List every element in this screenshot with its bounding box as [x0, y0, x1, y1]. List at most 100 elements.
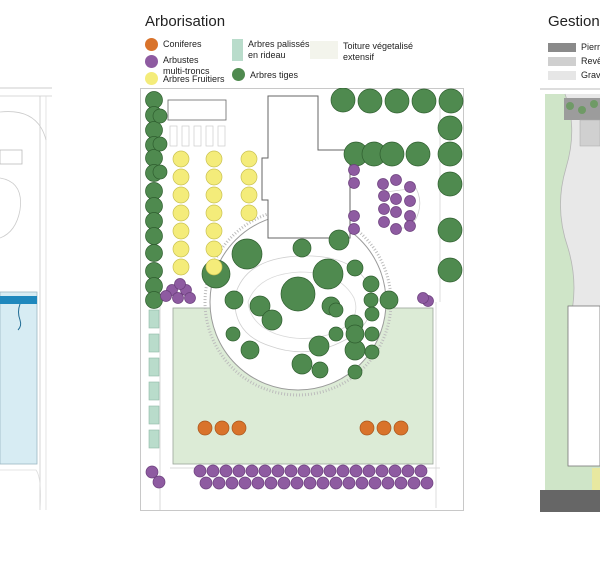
shrub-icon	[390, 174, 402, 186]
shrub-icon	[212, 476, 226, 490]
conifer-icon	[393, 420, 409, 436]
shrub-icon	[251, 476, 265, 490]
shrub-icon	[323, 464, 337, 478]
shrub-icon	[310, 464, 324, 478]
tree-icon	[364, 306, 380, 322]
tree-icon	[364, 344, 380, 360]
tree-icon	[364, 326, 380, 342]
legend-palisses: Arbres palissés en rideau	[232, 39, 310, 61]
legend-gravier: Gravi	[548, 70, 600, 80]
fruit-tree-icon	[205, 204, 223, 222]
arborisation-plan	[140, 88, 464, 511]
shrub-icon	[152, 475, 166, 489]
conifer-swatch-icon	[145, 38, 158, 51]
tree-icon	[328, 326, 344, 342]
shrub-icon	[362, 464, 376, 478]
left-plan	[0, 87, 52, 511]
shrub-icon	[238, 476, 252, 490]
fruit-tree-icon	[240, 150, 258, 168]
shrub-swatch-icon	[145, 55, 158, 68]
shrub-icon	[407, 476, 421, 490]
shrub-icon	[258, 464, 272, 478]
fruit-tree-icon	[205, 258, 223, 276]
shrub-icon	[390, 206, 402, 218]
tree-icon	[379, 290, 399, 310]
fruit-tree-icon	[172, 240, 190, 258]
shrub-icon	[225, 476, 239, 490]
paving-swatch-icon	[548, 56, 576, 66]
shrub-icon	[390, 223, 402, 235]
shrub-icon	[271, 464, 285, 478]
fruit-tree-icon	[240, 168, 258, 186]
tree-icon	[411, 88, 437, 114]
legend-label: Coniferes	[163, 39, 202, 49]
tree-icon	[362, 275, 380, 293]
tree-icon	[145, 244, 163, 262]
tree-icon	[225, 326, 241, 342]
tree-icon	[357, 88, 383, 114]
shrub-icon	[404, 181, 416, 193]
shrub-icon	[245, 464, 259, 478]
fruit-tree-icon	[205, 240, 223, 258]
shrub-icon	[404, 220, 416, 232]
conifer-icon	[376, 420, 392, 436]
shrub-icon	[368, 476, 382, 490]
legend-tiges: Arbres tiges	[232, 68, 298, 81]
palisade-trees	[148, 309, 160, 449]
shrub-icon	[404, 195, 416, 207]
shrub-icon	[348, 210, 360, 222]
tree-icon	[292, 238, 312, 258]
tree-icon	[437, 141, 463, 167]
fruit-tree-icon	[172, 186, 190, 204]
legend-coniferes: Coniferes	[145, 38, 202, 51]
shrub-icon	[232, 464, 246, 478]
shrub-icon	[174, 278, 186, 290]
fruit-tree-icon	[172, 150, 190, 168]
shrub-icon	[375, 464, 389, 478]
tree-icon	[152, 136, 168, 152]
fruit-tree-icon	[172, 258, 190, 276]
conifer-icon	[359, 420, 375, 436]
shrub-icon	[297, 464, 311, 478]
tree-icon	[224, 290, 244, 310]
shrub-icon	[145, 465, 159, 479]
shrub-icon	[184, 292, 196, 304]
shrub-icon	[303, 476, 317, 490]
shrub-icon	[394, 476, 408, 490]
tree-icon	[261, 309, 283, 331]
arborisation-title: Arborisation	[145, 13, 226, 30]
shrub-icon	[172, 292, 184, 304]
gestion-plan	[540, 88, 600, 512]
shrub-icon	[355, 476, 369, 490]
shrub-icon	[390, 193, 402, 205]
tree-icon	[328, 229, 350, 251]
shrub-icon	[349, 464, 363, 478]
tree-icon	[330, 88, 356, 113]
fruit-tree-icon	[205, 168, 223, 186]
shrub-icon	[277, 476, 291, 490]
shrub-icon	[290, 476, 304, 490]
shrub-icon	[329, 476, 343, 490]
shrub-icon	[388, 464, 402, 478]
legend-label: Revê	[581, 56, 600, 66]
green-roof-swatch-icon	[310, 41, 338, 59]
fruit-tree-swatch-icon	[145, 72, 158, 85]
shrub-icon	[219, 464, 233, 478]
legend-label: Pierre	[581, 42, 600, 52]
conifer-icon	[214, 420, 230, 436]
fruit-tree-icon	[172, 222, 190, 240]
legend-revetement: Revê	[548, 56, 600, 66]
shrub-icon	[401, 464, 415, 478]
tree-icon	[347, 364, 363, 380]
conifer-icon	[231, 420, 247, 436]
tree-icon	[308, 335, 330, 357]
legend-toiture: Toiture végetalisé extensif	[310, 41, 413, 63]
palisade-swatch-icon	[232, 39, 243, 61]
fruit-tree-icon	[205, 186, 223, 204]
fruit-tree-icon	[172, 204, 190, 222]
tree-icon	[240, 340, 260, 360]
tree-icon	[437, 115, 463, 141]
shrub-icon	[193, 464, 207, 478]
shrub-icon	[284, 464, 298, 478]
legend-label: Arbres tiges	[250, 70, 299, 80]
